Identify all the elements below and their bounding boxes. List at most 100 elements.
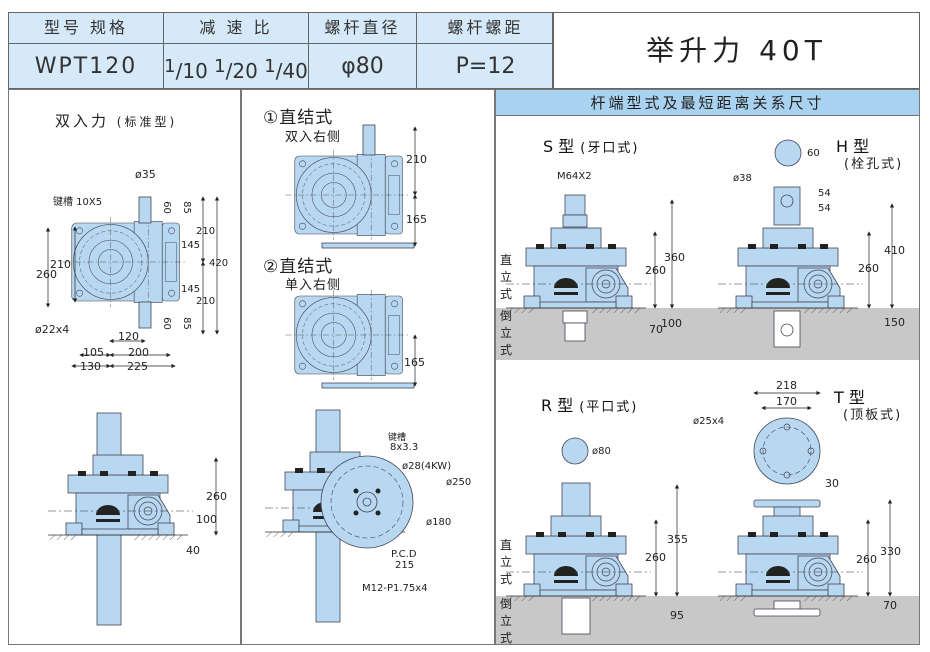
t-type-title: T 型 — [834, 384, 865, 408]
direct-coupled-views — [264, 124, 418, 623]
t-dim-218: 218 — [776, 379, 797, 392]
flange-pcd-label: P.C.D — [391, 549, 417, 560]
s-type-code: S — [543, 137, 554, 156]
t-dim-70: 70 — [883, 599, 897, 612]
r-dim-95: 95 — [670, 609, 684, 622]
dim-145-upper: 145 — [181, 240, 201, 251]
dim-145-lower: 145 — [181, 284, 201, 295]
config1-title: ①直结式 — [263, 108, 334, 128]
config1-dim-210: 210 — [406, 153, 427, 166]
inverted-label-bottom: 倒立式 — [499, 597, 512, 645]
s-dim-260: 260 — [645, 264, 666, 277]
ratio-1-den: 10 — [182, 59, 208, 83]
h-type-desc: (栓孔式) — [844, 157, 904, 172]
dim-60-top: 60 — [160, 201, 172, 214]
dim-420: 420 — [209, 258, 229, 269]
config1-dim-165: 165 — [406, 213, 427, 226]
t-type-desc: (顶板式) — [843, 408, 903, 423]
s-dim-100: 100 — [661, 317, 682, 330]
flange-bolts: M12-P1.75x4 — [362, 583, 428, 594]
h-type-title: H 型 — [836, 133, 869, 157]
s-thread-label: M64X2 — [557, 171, 592, 182]
t-type-name: 型 — [848, 388, 865, 407]
flange-keyway-label: 键槽 — [388, 433, 407, 443]
h-dim-54-bot: 54 — [818, 203, 831, 214]
dim-85-top: 85 — [180, 201, 192, 214]
flange-inner: ø180 — [426, 517, 452, 528]
dim-210-left: 210 — [50, 258, 71, 271]
col-header-pitch: 螺杆螺距 — [447, 18, 524, 37]
s-type-title: S 型(牙口式) — [543, 133, 639, 157]
config2-title: ②直结式 — [263, 257, 334, 277]
h-type-name: 型 — [853, 137, 870, 156]
config2-subtitle: 单入右侧 — [285, 278, 342, 293]
side-dim-260: 260 — [206, 490, 227, 503]
h-dim-410: 410 — [884, 244, 905, 257]
r-type-drawing — [505, 437, 680, 635]
dual-input-top-view — [45, 196, 220, 369]
h-dim-54-top: 54 — [818, 188, 831, 199]
t-dim-170: 170 — [776, 395, 797, 408]
upright-label-bottom: 直立式 — [499, 538, 512, 586]
config1-subtitle: 双入右侧 — [285, 130, 342, 145]
mount-holes-label: ø22x4 — [35, 323, 70, 336]
ratio-3-den: 40 — [282, 59, 308, 83]
model-value: WPT120 — [9, 43, 164, 90]
dual-input-title-text: 双入力 — [55, 112, 110, 130]
shaft-dia-label: ø35 — [135, 168, 156, 181]
r-type-name: 型 — [557, 396, 574, 415]
flange-outer: ø250 — [446, 477, 472, 488]
ratio-2-num: 1 — [214, 56, 226, 77]
flange-pcd: 215 — [395, 560, 415, 571]
dim-200: 200 — [128, 346, 149, 359]
dual-input-subtitle: (标准型) — [116, 115, 178, 129]
diameter-value: φ80 — [309, 43, 417, 90]
s-type-drawing — [505, 194, 675, 342]
s-dim-70: 70 — [649, 323, 663, 336]
h-dim-150: 150 — [884, 316, 905, 329]
r-dim-260: 260 — [645, 551, 666, 564]
s-dim-360: 360 — [664, 251, 685, 264]
dim-130: 130 — [80, 360, 101, 373]
pitch-value: P=12 — [417, 43, 554, 90]
col-header-diameter: 螺杆直径 — [309, 13, 417, 43]
side-dim-40: 40 — [186, 544, 200, 557]
r-end-dia: ø80 — [592, 446, 611, 457]
dim-105: 105 — [83, 346, 104, 359]
col-header-model: 型号 规格 — [9, 13, 164, 43]
h-type-drawing — [717, 139, 895, 348]
dual-input-side-view — [47, 412, 219, 626]
h-type-code: H — [836, 137, 849, 156]
keyway-label: 键槽 10X5 — [53, 197, 103, 208]
r-type-code: R — [541, 396, 553, 415]
upright-label-top: 直立式 — [499, 253, 512, 301]
t-dim-260: 260 — [856, 553, 877, 566]
h-hole-label: ø38 — [733, 173, 752, 184]
config2-dim-165: 165 — [404, 356, 425, 369]
dual-input-title: 双入力 (标准型) — [55, 110, 177, 131]
flange-shaft: ø28(4KW) — [402, 461, 452, 472]
t-type-drawing — [717, 390, 893, 617]
spec-table: 型号 规格 减 速 比 螺杆直径 螺杆螺距 WPT120 1/10 1/20 1… — [8, 12, 554, 90]
section-header: 杆端型式及最短距离关系尺寸 — [495, 89, 920, 116]
dim-60-bottom: 60 — [160, 317, 172, 330]
t-type-code: T — [834, 388, 844, 407]
ratio-values: 1/10 1/20 1/40 — [164, 43, 309, 90]
dim-120: 120 — [118, 330, 139, 343]
r-type-title: R 型 (平口式) — [541, 392, 638, 416]
t-holes-label: ø25x4 — [693, 416, 725, 427]
ratio-2-den: 20 — [232, 59, 258, 83]
r-type-desc: (平口式) — [579, 400, 639, 415]
dim-225: 225 — [127, 360, 148, 373]
ratio-3-num: 1 — [264, 56, 276, 77]
dim-260-left: 260 — [36, 268, 57, 281]
h-dim-60: 60 — [807, 148, 820, 159]
s-type-name: 型 — [558, 137, 575, 156]
col-header-ratio: 减 速 比 — [164, 13, 309, 43]
flange-keyway: 8x3.3 — [390, 442, 419, 453]
dim-85-bottom: 85 — [180, 317, 192, 330]
ratio-1-num: 1 — [164, 56, 176, 77]
side-dim-100: 100 — [196, 513, 217, 526]
r-dim-355: 355 — [667, 533, 688, 546]
